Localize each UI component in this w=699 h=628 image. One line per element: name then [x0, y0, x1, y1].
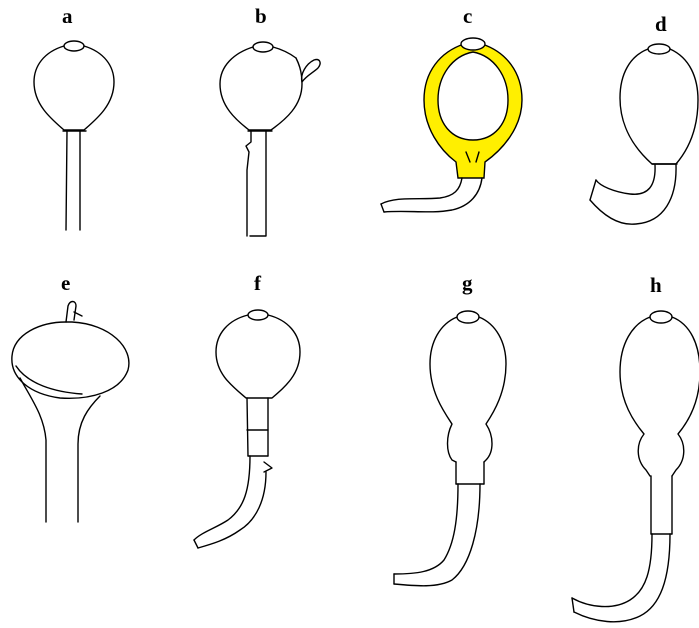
acrosome-cap [648, 44, 670, 54]
tail-outline [246, 131, 266, 236]
cytoplasmic-droplet [264, 462, 272, 472]
panel-c: c [381, 4, 522, 212]
tail-outline [590, 165, 676, 224]
midpiece-outline [651, 476, 672, 534]
panel-f: f [194, 271, 300, 548]
tail-outline [194, 456, 266, 548]
panel-label-h: h [650, 273, 662, 297]
panel-a: a [34, 4, 114, 230]
tail-outline [66, 131, 80, 230]
acrosome-cap [457, 311, 479, 323]
panel-d: d [590, 12, 698, 224]
tail-outline [572, 534, 670, 622]
acrosome-cap [64, 41, 84, 51]
head-outline [620, 317, 699, 476]
head-outline [273, 47, 296, 58]
tail-tip [572, 598, 574, 612]
tail-outline [381, 178, 482, 212]
midpiece-outline [456, 462, 484, 484]
tail-outline [20, 378, 100, 522]
tail-tip [590, 180, 596, 200]
panel-b: b [220, 4, 320, 236]
head-outline [430, 317, 506, 462]
head-outline [34, 46, 114, 130]
panel-label-g: g [462, 271, 473, 295]
panel-e: e [12, 271, 129, 522]
panel-g: g [394, 271, 506, 586]
head-outline [12, 322, 129, 398]
panel-label-c: c [463, 4, 472, 28]
acrosome-cap [248, 310, 268, 320]
tail-tip [194, 540, 198, 548]
midpiece-outline [247, 398, 268, 456]
head-outline [620, 49, 698, 164]
cytoplasmic-droplet [302, 60, 320, 82]
panel-label-f: f [254, 271, 262, 295]
tail-tip [381, 204, 384, 212]
panel-label-a: a [62, 4, 73, 28]
panel-label-d: d [655, 12, 667, 36]
acrosome-cap [461, 38, 485, 50]
panel-h: h [572, 273, 699, 622]
tail-outline [394, 484, 480, 586]
acrosome-cap [253, 42, 273, 52]
panel-label-e: e [61, 271, 70, 295]
panel-label-b: b [255, 4, 267, 28]
highlighted-head-wall [424, 44, 522, 178]
cytoplasmic-droplet [66, 302, 82, 323]
head-outline [216, 315, 300, 398]
acrosome-cap [650, 311, 672, 323]
head-outline [220, 47, 302, 130]
